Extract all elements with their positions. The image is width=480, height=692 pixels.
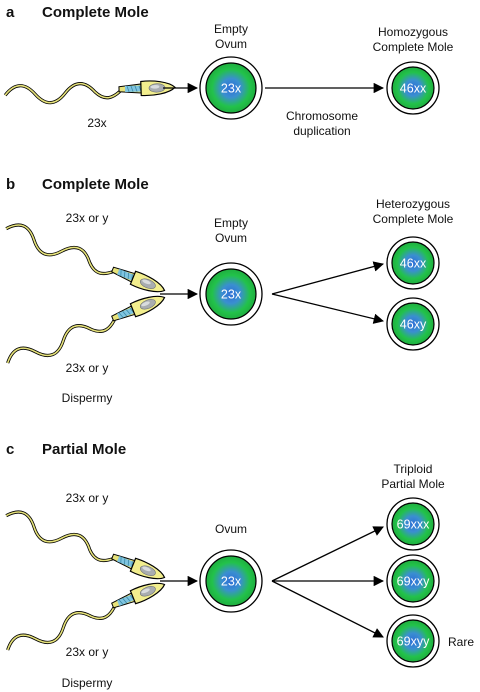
sperm-bottom-label: 23x or y [66, 645, 109, 659]
ovum-cell: 23x [199, 549, 263, 613]
result-karyotype: 46xx [400, 257, 427, 271]
dispermy-label: Dispermy [62, 676, 113, 690]
ovum-label: Ovum [215, 522, 247, 536]
result-label-line1: Homozygous [378, 25, 448, 39]
panel-c-letter: c [6, 441, 14, 458]
ovum-label-line2: Ovum [215, 231, 247, 245]
result-cell: 69xxy [386, 554, 440, 608]
result-label-line1: Heterozygous [376, 197, 450, 211]
panel-b: b Complete Mole 23x or y 23x or y Disper… [1, 176, 454, 405]
sperm-bottom-label: 23x or y [66, 361, 109, 375]
ovum-chromosomes: 23x [221, 82, 242, 96]
result-cell: 46xy [386, 297, 440, 351]
arrow [271, 293, 385, 324]
arrow [271, 580, 384, 638]
sperm-top-label: 23x or y [66, 491, 109, 505]
arrow [271, 526, 384, 582]
process-label-line2: duplication [293, 124, 350, 138]
result-karyotype: 69xyy [397, 635, 430, 649]
ovum-chromosomes: 23x [221, 575, 242, 589]
panel-b-letter: b [6, 176, 15, 193]
result-cell: 69xxx [386, 497, 440, 551]
sperm-label: 23x [87, 116, 106, 130]
arrow [271, 261, 385, 295]
empty-ovum-cell: 23x [199, 262, 263, 326]
result-label-line2: Partial Mole [381, 477, 445, 491]
result-karyotype: 69xxx [397, 518, 430, 532]
result-karyotype: 69xxy [397, 575, 430, 589]
dispermy-label: Dispermy [62, 391, 113, 405]
rare-label: Rare [448, 635, 474, 649]
ovum-label-line1: Empty [214, 216, 248, 230]
result-label-line1: Triploid [394, 462, 433, 476]
result-label-line2: Complete Mole [373, 212, 454, 226]
ovum-chromosomes: 23x [221, 288, 242, 302]
ovum-label-line2: Ovum [215, 37, 247, 51]
result-cell: 46xx [386, 236, 440, 290]
result-label-line2: Complete Mole [373, 40, 454, 54]
empty-ovum-cell: 23x [199, 56, 263, 120]
sperm-icon [1, 218, 169, 303]
result-karyotype: 46xx [400, 82, 427, 96]
result-karyotype: 46xy [400, 318, 427, 332]
sperm-icon [3, 78, 177, 106]
result-cell: 46xx [386, 61, 440, 115]
panel-a-letter: a [6, 4, 15, 21]
sperm-icon [1, 505, 169, 590]
panel-b-title: Complete Mole [42, 176, 149, 193]
sperm-top-label: 23x or y [66, 211, 109, 225]
panel-c-title: Partial Mole [42, 441, 126, 458]
panel-a-title: Complete Mole [42, 4, 149, 21]
panel-c: c Partial Mole 23x or y 23x or y Disperm… [1, 441, 474, 690]
process-label-line1: Chromosome [286, 109, 358, 123]
panel-a: a Complete Mole 23x Empty Ovum 23x Chrom… [3, 4, 454, 138]
ovum-label-line1: Empty [214, 22, 248, 36]
sperm-icon [2, 289, 171, 373]
result-cell: 69xyy [386, 614, 440, 668]
